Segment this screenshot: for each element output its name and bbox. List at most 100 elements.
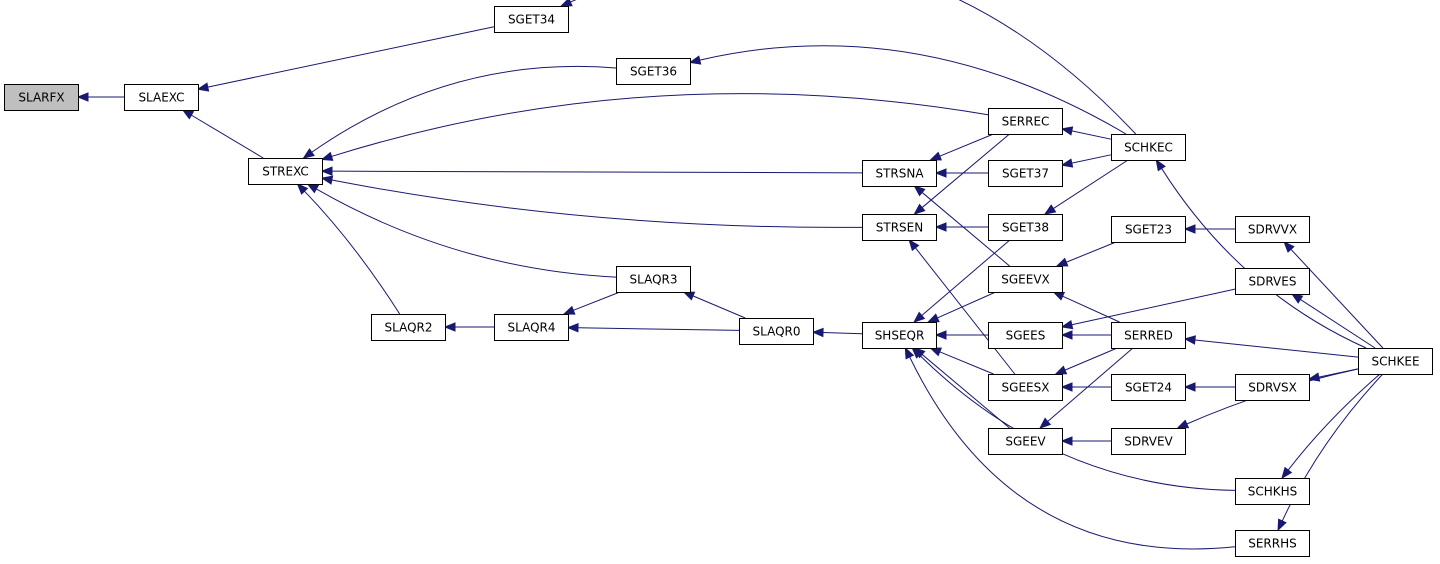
node-box[interactable]	[862, 160, 937, 187]
node-sdrves[interactable]: SDRVES	[1235, 268, 1310, 295]
node-sget37[interactable]: SGET37	[988, 160, 1063, 187]
node-box[interactable]	[616, 58, 691, 85]
node-label: SLAQR0	[753, 325, 801, 339]
node-slaexc[interactable]: SLAEXC	[124, 84, 199, 111]
node-box[interactable]	[1235, 478, 1310, 505]
arrowhead-icon	[1183, 335, 1196, 345]
node-shseqr[interactable]: SHSEQR	[862, 322, 937, 349]
node-slaqr3[interactable]: SLAQR3	[616, 266, 691, 293]
edge-serrec-to-strexc	[320, 93, 989, 161]
node-slarfx[interactable]: SLARFX	[4, 84, 79, 111]
node-box[interactable]	[1358, 348, 1433, 375]
node-sgeev[interactable]: SGEEV	[988, 428, 1063, 455]
node-serred[interactable]: SERRED	[1111, 322, 1186, 349]
node-box[interactable]	[862, 214, 937, 241]
arrowhead-icon	[1043, 204, 1057, 215]
edge-line	[1300, 299, 1376, 349]
arrowhead-icon	[929, 347, 943, 357]
edge-slaqr3-to-slaqr4	[562, 291, 621, 315]
edge-line	[921, 192, 1010, 267]
node-box[interactable]	[988, 266, 1063, 293]
node-box[interactable]	[988, 428, 1063, 455]
node-box[interactable]	[616, 266, 691, 293]
node-label: STRSEN	[876, 221, 923, 235]
node-box[interactable]	[248, 158, 323, 185]
node-sget24[interactable]: SGET24	[1111, 374, 1186, 401]
arrowhead-icon	[911, 347, 924, 359]
edge-schkec-to-serrec	[1060, 126, 1112, 140]
node-box[interactable]	[1111, 322, 1186, 349]
node-box[interactable]	[1235, 530, 1310, 557]
edge-shseqr-to-slaqr0	[811, 327, 863, 338]
node-label: SHSEQR	[875, 329, 925, 343]
node-slaqr2[interactable]: SLAQR2	[371, 314, 446, 341]
node-label: SDRVSX	[1248, 381, 1297, 395]
edge-line	[921, 133, 1010, 208]
node-sdrvev[interactable]: SDRVEV	[1111, 428, 1186, 455]
arrowhead-icon	[1060, 330, 1073, 340]
node-box[interactable]	[4, 84, 79, 111]
edge-line	[316, 188, 617, 278]
node-label: SLAQR4	[508, 321, 556, 335]
node-box[interactable]	[371, 314, 446, 341]
node-box[interactable]	[988, 214, 1063, 241]
node-sgeesx[interactable]: SGEESX	[988, 374, 1063, 401]
node-box[interactable]	[988, 108, 1063, 135]
node-sget23[interactable]: SGET23	[1111, 216, 1186, 243]
node-box[interactable]	[494, 6, 569, 33]
node-box[interactable]	[1235, 216, 1310, 243]
node-box[interactable]	[1111, 216, 1186, 243]
arrowhead-icon	[443, 322, 456, 332]
node-box[interactable]	[988, 160, 1063, 187]
node-serrec[interactable]: SERREC	[988, 108, 1063, 135]
edge-line	[1071, 288, 1236, 326]
node-slaqr0[interactable]: SLAQR0	[739, 318, 814, 345]
edge-serred-to-sgeesx	[1054, 347, 1118, 375]
node-schkec[interactable]: SCHKEC	[1111, 134, 1186, 161]
node-sget38[interactable]: SGET38	[988, 214, 1063, 241]
edge-schkee-to-sdrves	[1290, 293, 1376, 349]
edge-line	[311, 65, 617, 153]
edge-schkee-to-schkhs	[1281, 373, 1381, 480]
edge-line	[692, 295, 746, 319]
arrowhead-icon	[1183, 382, 1196, 392]
node-box[interactable]	[124, 84, 199, 111]
node-label: SGEEV	[1005, 435, 1046, 449]
arrowhead-icon	[1039, 417, 1052, 429]
edge-line	[331, 93, 989, 157]
edge-sget34-to-slaexc	[196, 26, 495, 92]
node-box[interactable]	[494, 314, 569, 341]
node-sget34[interactable]: SGET34	[494, 6, 569, 33]
node-sgees[interactable]: SGEES	[988, 322, 1063, 349]
edge-schkec-to-sget37	[1060, 154, 1112, 168]
node-box[interactable]	[1235, 374, 1310, 401]
edge-serred-to-sgees	[1060, 330, 1111, 340]
node-label: SDRVVX	[1248, 223, 1297, 237]
node-box[interactable]	[739, 318, 814, 345]
node-schkee[interactable]: SCHKEE	[1358, 348, 1433, 375]
node-serrhs[interactable]: SERRHS	[1235, 530, 1310, 557]
node-sget36[interactable]: SGET36	[616, 58, 691, 85]
node-box[interactable]	[1235, 268, 1310, 295]
node-label: SERREC	[1002, 115, 1050, 129]
node-sdrvsx[interactable]: SDRVSX	[1235, 374, 1310, 401]
arrowhead-icon	[913, 311, 926, 323]
node-strsen[interactable]: STRSEN	[862, 214, 937, 241]
edge-layer	[76, 0, 1384, 550]
node-box[interactable]	[988, 322, 1063, 349]
arrowhead-icon	[908, 238, 920, 252]
node-strsna[interactable]: STRSNA	[862, 160, 937, 187]
node-slaqr4[interactable]: SLAQR4	[494, 314, 569, 341]
edge-strsna-to-strexc	[320, 166, 863, 176]
node-box[interactable]	[1111, 428, 1186, 455]
node-strexc[interactable]: STREXC	[248, 158, 323, 185]
node-label: SCHKEE	[1371, 355, 1419, 369]
node-box[interactable]	[1111, 374, 1186, 401]
node-sgeevx[interactable]: SGEEVX	[988, 266, 1063, 293]
node-schkhs[interactable]: SCHKHS	[1235, 478, 1310, 505]
node-box[interactable]	[1111, 134, 1186, 161]
node-sdrvvx[interactable]: SDRVVX	[1235, 216, 1310, 243]
node-box[interactable]	[988, 374, 1063, 401]
node-box[interactable]	[862, 322, 937, 349]
node-label: SCHKEC	[1124, 141, 1173, 155]
